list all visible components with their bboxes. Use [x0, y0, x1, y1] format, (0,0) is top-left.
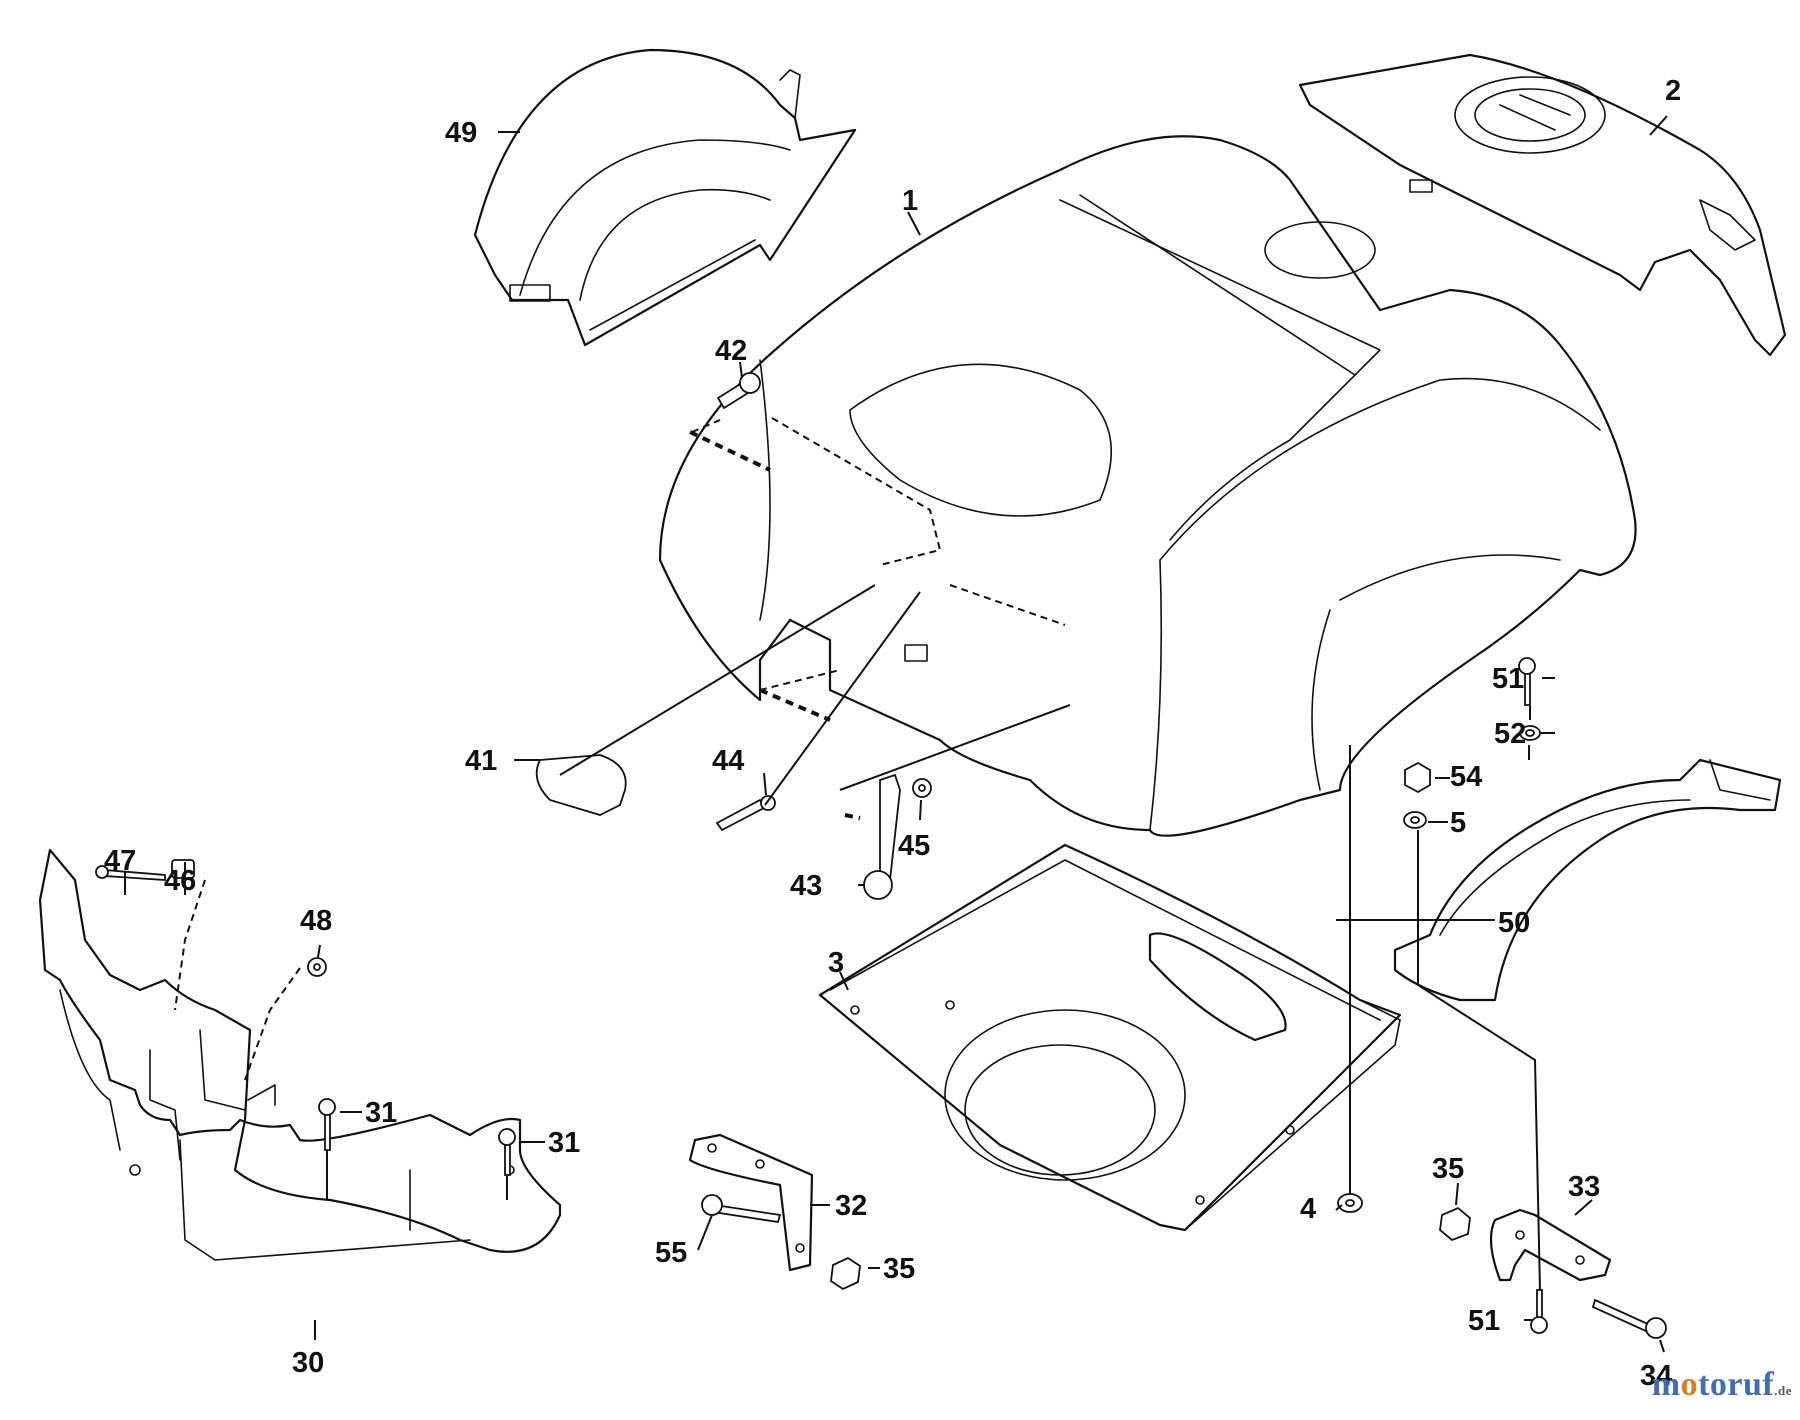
hardware	[95, 372, 1667, 1339]
assembly-lines	[174, 419, 1541, 1291]
label-2: 2	[1665, 75, 1681, 107]
label-45: 45	[898, 830, 930, 862]
part-33-bracket	[1489, 1208, 1612, 1282]
callout-leaders	[124, 115, 1668, 1353]
label-35-right: 35	[1432, 1153, 1464, 1185]
part-1-hood	[658, 135, 1637, 837]
label-51-top: 51	[1492, 663, 1524, 695]
label-51-bottom: 51	[1468, 1305, 1500, 1337]
label-1: 1	[902, 185, 918, 217]
watermark-de: .de	[1774, 1383, 1792, 1398]
label-30: 30	[292, 1347, 324, 1379]
label-35-left: 35	[883, 1253, 915, 1285]
label-48: 48	[300, 905, 332, 937]
part-49-shield	[473, 48, 857, 347]
part-labels: 1 2 49 42 41 44 45 43 54 5 51 52 50 47 4…	[104, 75, 1681, 1392]
label-3: 3	[828, 947, 844, 979]
part-2-top-cover	[1298, 53, 1787, 357]
label-47: 47	[104, 845, 136, 877]
watermark-toruf: toruf	[1698, 1366, 1775, 1403]
part-32-bracket	[688, 1133, 814, 1272]
watermark-m: m	[1651, 1366, 1681, 1403]
label-55: 55	[655, 1237, 687, 1269]
part-41-pad	[535, 754, 627, 816]
label-49: 49	[445, 117, 477, 149]
label-42: 42	[715, 335, 747, 367]
label-41: 41	[465, 745, 497, 777]
watermark-o: o	[1680, 1366, 1699, 1403]
label-33: 33	[1568, 1171, 1600, 1203]
part-50-fender	[1393, 758, 1782, 1002]
label-52: 52	[1494, 718, 1526, 750]
label-4: 4	[1300, 1193, 1316, 1225]
part-30-front-bumper	[38, 848, 562, 1261]
label-54: 54	[1450, 761, 1482, 793]
motoruf-watermark: motoruf.de	[1652, 1366, 1792, 1404]
label-5: 5	[1450, 807, 1466, 839]
label-46: 46	[164, 865, 196, 897]
label-31-left: 31	[365, 1097, 397, 1129]
label-43: 43	[790, 870, 822, 902]
label-31-right: 31	[548, 1127, 580, 1159]
label-32: 32	[835, 1190, 867, 1222]
label-50: 50	[1498, 907, 1530, 939]
label-44: 44	[712, 745, 744, 777]
label-34: 34	[1640, 1360, 1672, 1392]
part-3-floor-pan	[818, 843, 1402, 1232]
